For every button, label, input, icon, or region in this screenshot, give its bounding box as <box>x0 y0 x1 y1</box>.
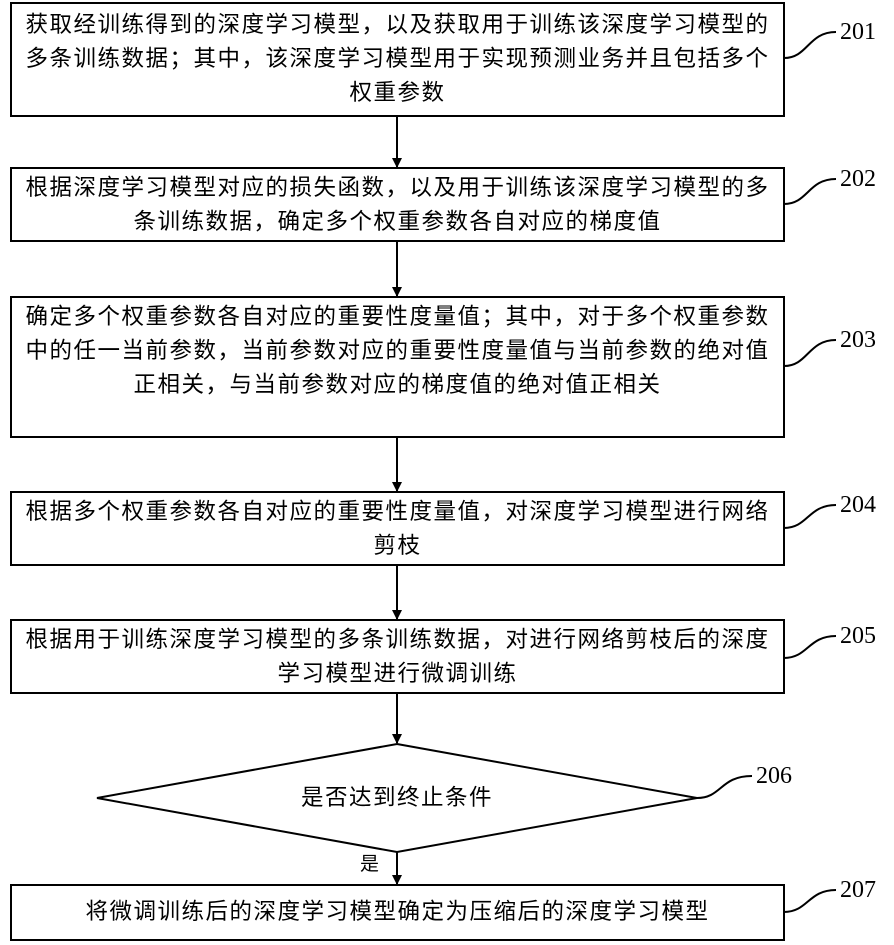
step-205-text: 根据用于训练深度学习模型的多条训练数据，对进行网络剪枝后的深度学习模型进行微调训… <box>25 627 770 687</box>
step-201-text: 获取经训练得到的深度学习模型，以及获取用于训练该深度学习模型的多条训练数据；其中… <box>25 12 770 106</box>
step-number-205: 205 <box>840 623 876 649</box>
leader-203 <box>783 339 837 367</box>
step-number-201: 201 <box>840 19 876 45</box>
step-207-box <box>10 884 785 941</box>
step-204-box <box>10 491 785 566</box>
step-number-207: 207 <box>840 877 876 903</box>
step-204-text: 根据多个权重参数各自对应的重要性度量值，对深度学习模型进行网络剪枝 <box>25 499 770 559</box>
step-207-text: 将微调训练后的深度学习模型确定为压缩后的深度学习模型 <box>85 899 710 925</box>
leader-207 <box>783 889 837 913</box>
step-201-box <box>10 2 785 117</box>
leader-206 <box>696 775 753 799</box>
step-206-text: 是否达到终止条件 <box>300 785 493 811</box>
step-number-202: 202 <box>840 166 876 192</box>
step-203-text: 确定多个权重参数各自对应的重要性度量值；其中，对于多个权重参数中的任一当前参数，… <box>25 304 770 398</box>
edge-label-yes: 是 <box>360 853 380 875</box>
step-203-box <box>10 296 785 438</box>
leader-202 <box>783 178 837 205</box>
step-number-204: 204 <box>840 492 876 518</box>
leader-204 <box>783 504 837 529</box>
step-number-203: 203 <box>840 327 876 353</box>
leader-201 <box>783 31 837 59</box>
leader-205 <box>783 635 837 659</box>
step-202-box <box>10 167 785 242</box>
step-202-text: 根据深度学习模型对应的损失函数，以及用于训练该深度学习模型的多条训练数据，确定多… <box>25 175 770 235</box>
step-number-206: 206 <box>756 763 792 789</box>
